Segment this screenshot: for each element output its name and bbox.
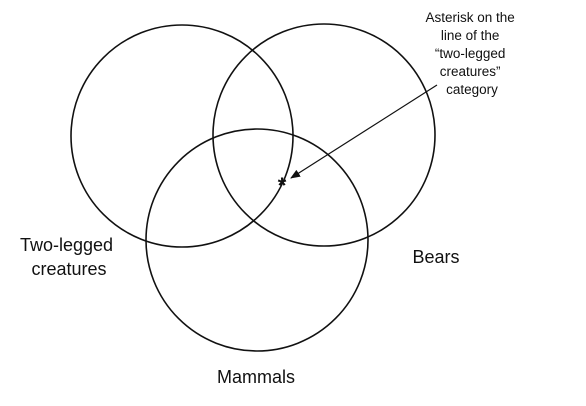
circle-bears (212, 23, 436, 247)
label-two-legged-line-1: Two-legged (20, 235, 113, 255)
label-bears-line-1: Bears (412, 247, 459, 267)
annotation-line-4: creatures” (440, 64, 501, 79)
label-mammals: Mammals (217, 367, 295, 387)
label-mammals-line-1: Mammals (217, 367, 295, 387)
annotation-line-2: line of the (441, 28, 500, 43)
annotation-line-5: category (446, 82, 498, 97)
label-two-legged-line-2: creatures (31, 259, 106, 279)
annotation-line-1: Asterisk on the (425, 10, 514, 25)
annotation-arrow (290, 84, 438, 179)
annotation-note: Asterisk on the line of the “two-legged … (425, 10, 518, 97)
asterisk-marker: * (278, 173, 287, 198)
circle-two-legged-creatures (70, 24, 294, 248)
label-bears: Bears (412, 247, 459, 267)
annotation-line-3: “two-legged (435, 46, 506, 61)
circle-mammals (145, 128, 369, 352)
label-two-legged-creatures: Two-legged creatures (20, 235, 118, 279)
